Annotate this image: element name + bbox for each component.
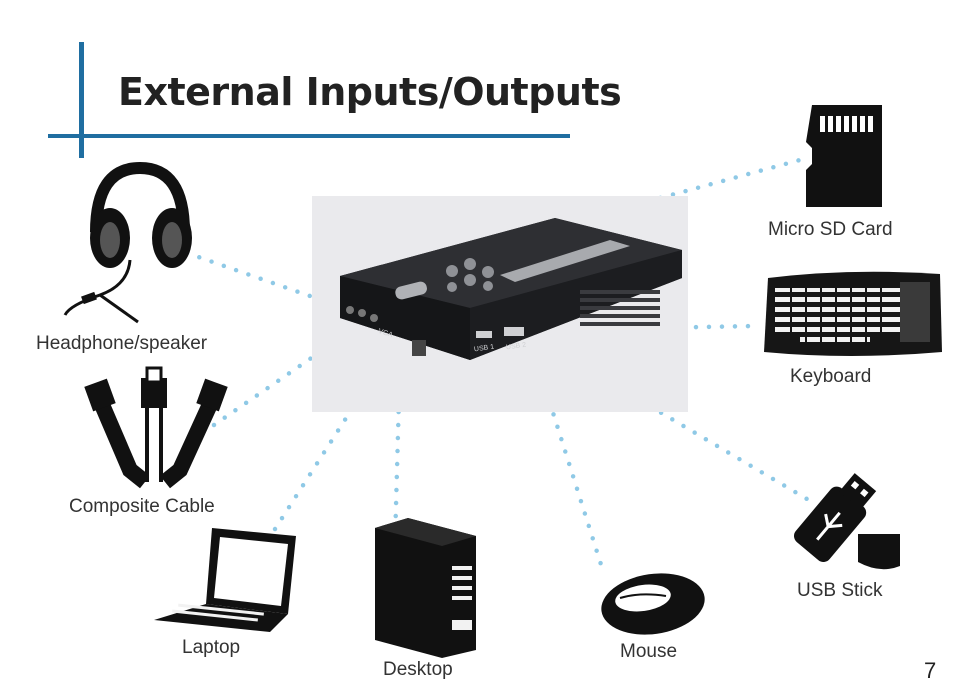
page-title: External Inputs/Outputs [118, 70, 622, 114]
keyboard-icon [764, 271, 942, 356]
label-composite-cable: Composite Cable [69, 496, 215, 517]
laptop-icon [154, 528, 296, 632]
label-mouse: Mouse [620, 641, 678, 662]
label-laptop: Laptop [182, 637, 241, 658]
micro-sd-card-icon [806, 105, 882, 207]
label-keyboard: Keyboard [790, 366, 872, 387]
page-number: 7 [924, 658, 937, 683]
projector-device [312, 196, 688, 412]
composite-cable-icon [84, 366, 228, 489]
connector-laptop [265, 359, 385, 543]
connector-headphones [184, 250, 333, 306]
connector-desktop [392, 359, 403, 545]
label-micro-sd-card: Micro SD Card [768, 219, 893, 240]
label-headphone-speaker: Headphone/speaker [36, 333, 208, 354]
label-usb-stick: USB Stick [797, 580, 883, 601]
accent-bar-vertical [79, 42, 84, 158]
desktop-tower-icon [375, 518, 476, 658]
accent-bar-horizontal [48, 134, 570, 138]
label-desktop: Desktop [383, 659, 453, 680]
usb-stick-icon [793, 473, 900, 570]
headphones-icon [63, 161, 192, 324]
mouse-icon [601, 573, 705, 635]
